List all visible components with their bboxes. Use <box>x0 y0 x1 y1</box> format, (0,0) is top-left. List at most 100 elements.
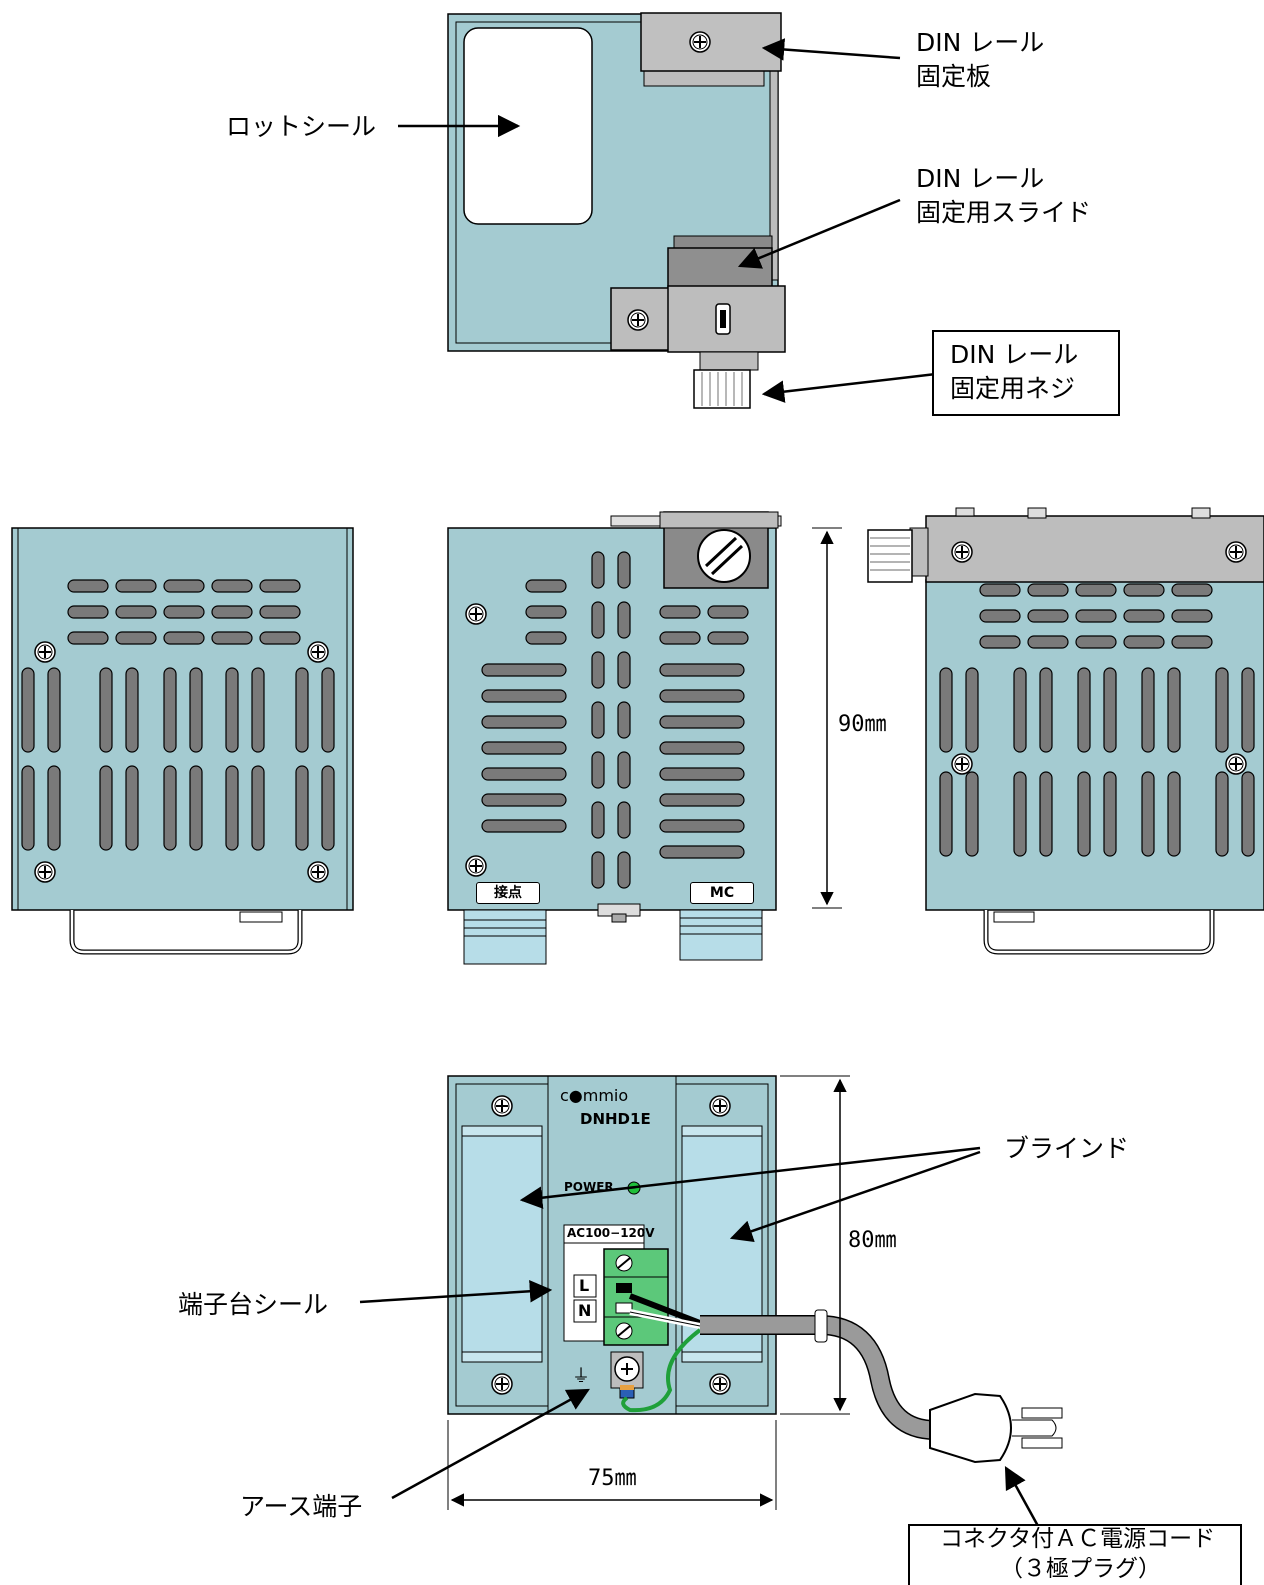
vent-slot <box>321 765 335 851</box>
vent-slot <box>163 667 177 753</box>
vent-slot <box>659 663 745 677</box>
vent-slot <box>163 631 205 645</box>
contact-tag: 接点 <box>476 882 540 904</box>
plug <box>929 1392 1012 1464</box>
vent-slot <box>659 793 745 807</box>
brand-logo: c●mmio <box>560 1086 629 1105</box>
vent-slot <box>591 801 605 839</box>
din-slide-label-1: DIN レール <box>916 164 1045 193</box>
vent-slot <box>189 765 203 851</box>
vent-slot <box>659 819 745 833</box>
vent-slot <box>1027 635 1069 649</box>
blind-left <box>461 1125 543 1363</box>
vent-slot <box>211 631 253 645</box>
terminal-l-label: L <box>579 1276 590 1295</box>
vent-slot <box>225 667 239 753</box>
dim-80-label: 80㎜ <box>848 1228 897 1253</box>
vent-slot <box>225 765 239 851</box>
vent-slot <box>1141 771 1155 857</box>
vent-slot <box>591 701 605 739</box>
vent-slot <box>1123 609 1165 623</box>
dim-90-label: 90㎜ <box>838 712 887 737</box>
voltage-label: AC100−120V <box>567 1226 655 1240</box>
vent-slot <box>1103 667 1117 753</box>
vent-slot <box>1123 583 1165 597</box>
vent-slot <box>1171 609 1213 623</box>
vent-slot <box>481 663 567 677</box>
vent-slot <box>617 651 631 689</box>
vent-slot <box>1215 667 1229 753</box>
vent-slot <box>1171 583 1213 597</box>
vent-slot <box>617 751 631 789</box>
ground-terminal-label: アース端子 <box>240 1492 363 1521</box>
leader-lines <box>359 38 1040 1527</box>
vent-slot <box>1167 771 1181 857</box>
vent-slot <box>125 667 139 753</box>
vent-slot <box>659 715 745 729</box>
vent-slot <box>1077 771 1091 857</box>
vent-slot <box>295 765 309 851</box>
vent-slot <box>525 605 567 619</box>
vent-slot <box>1077 667 1091 753</box>
vent-slot <box>591 751 605 789</box>
front-view <box>447 1075 777 1415</box>
vent-slot <box>481 793 567 807</box>
vent-slot <box>481 819 567 833</box>
vent-slot <box>163 605 205 619</box>
vent-slot <box>525 631 567 645</box>
vent-slot <box>659 767 745 781</box>
vent-slot <box>1075 635 1117 649</box>
vent-slot <box>659 605 701 619</box>
vent-slot <box>1013 771 1027 857</box>
dim-75-label: 75㎜ <box>588 1466 637 1491</box>
vent-slot <box>1241 771 1255 857</box>
vent-slot <box>251 667 265 753</box>
vent-slot <box>125 765 139 851</box>
ac-cord-callout-box: コネクタ付ＡＣ電源コード （３極プラグ） <box>908 1524 1242 1585</box>
vent-slot <box>481 741 567 755</box>
vent-slot <box>1075 583 1117 597</box>
din-screw-label-2: 固定用ネジ <box>950 374 1076 403</box>
vent-slot <box>965 771 979 857</box>
vent-slot <box>211 579 253 593</box>
side-view-center <box>447 511 782 965</box>
vent-slot <box>67 579 109 593</box>
power-label: POWER <box>564 1180 614 1194</box>
din-plate-label-1: DIN レール <box>916 28 1045 57</box>
vent-slot <box>99 765 113 851</box>
vent-slot <box>617 551 631 589</box>
model-label: DNHD1E <box>580 1110 651 1128</box>
vent-slot <box>47 667 61 753</box>
vent-slot <box>259 579 301 593</box>
vent-slot <box>1103 771 1117 857</box>
vent-slot <box>591 851 605 889</box>
vent-slot <box>591 601 605 639</box>
vent-slot <box>1167 667 1181 753</box>
top-view <box>447 12 786 409</box>
terminal-n-label: N <box>578 1301 592 1320</box>
vent-slot <box>295 667 309 753</box>
vent-slot <box>965 667 979 753</box>
ground-symbol: ⏚ <box>572 1366 590 1387</box>
vent-slot <box>707 631 749 645</box>
din-fixing-plate <box>640 12 782 72</box>
vent-slot <box>979 635 1021 649</box>
vent-slot <box>21 667 35 753</box>
vent-slot <box>321 667 335 753</box>
vent-slot <box>163 765 177 851</box>
vent-slot <box>189 667 203 753</box>
vent-slot <box>115 631 157 645</box>
vent-slot <box>67 631 109 645</box>
lot-seal-label: ロットシール <box>226 112 377 141</box>
mc-tag: MC <box>690 882 754 904</box>
vent-slot <box>659 631 701 645</box>
vent-slot <box>21 765 35 851</box>
vent-slot <box>1075 609 1117 623</box>
vent-slot <box>1123 635 1165 649</box>
vent-slot <box>481 689 567 703</box>
vent-slot <box>481 715 567 729</box>
vent-slot <box>115 579 157 593</box>
blind-label: ブラインド <box>1004 1134 1130 1163</box>
